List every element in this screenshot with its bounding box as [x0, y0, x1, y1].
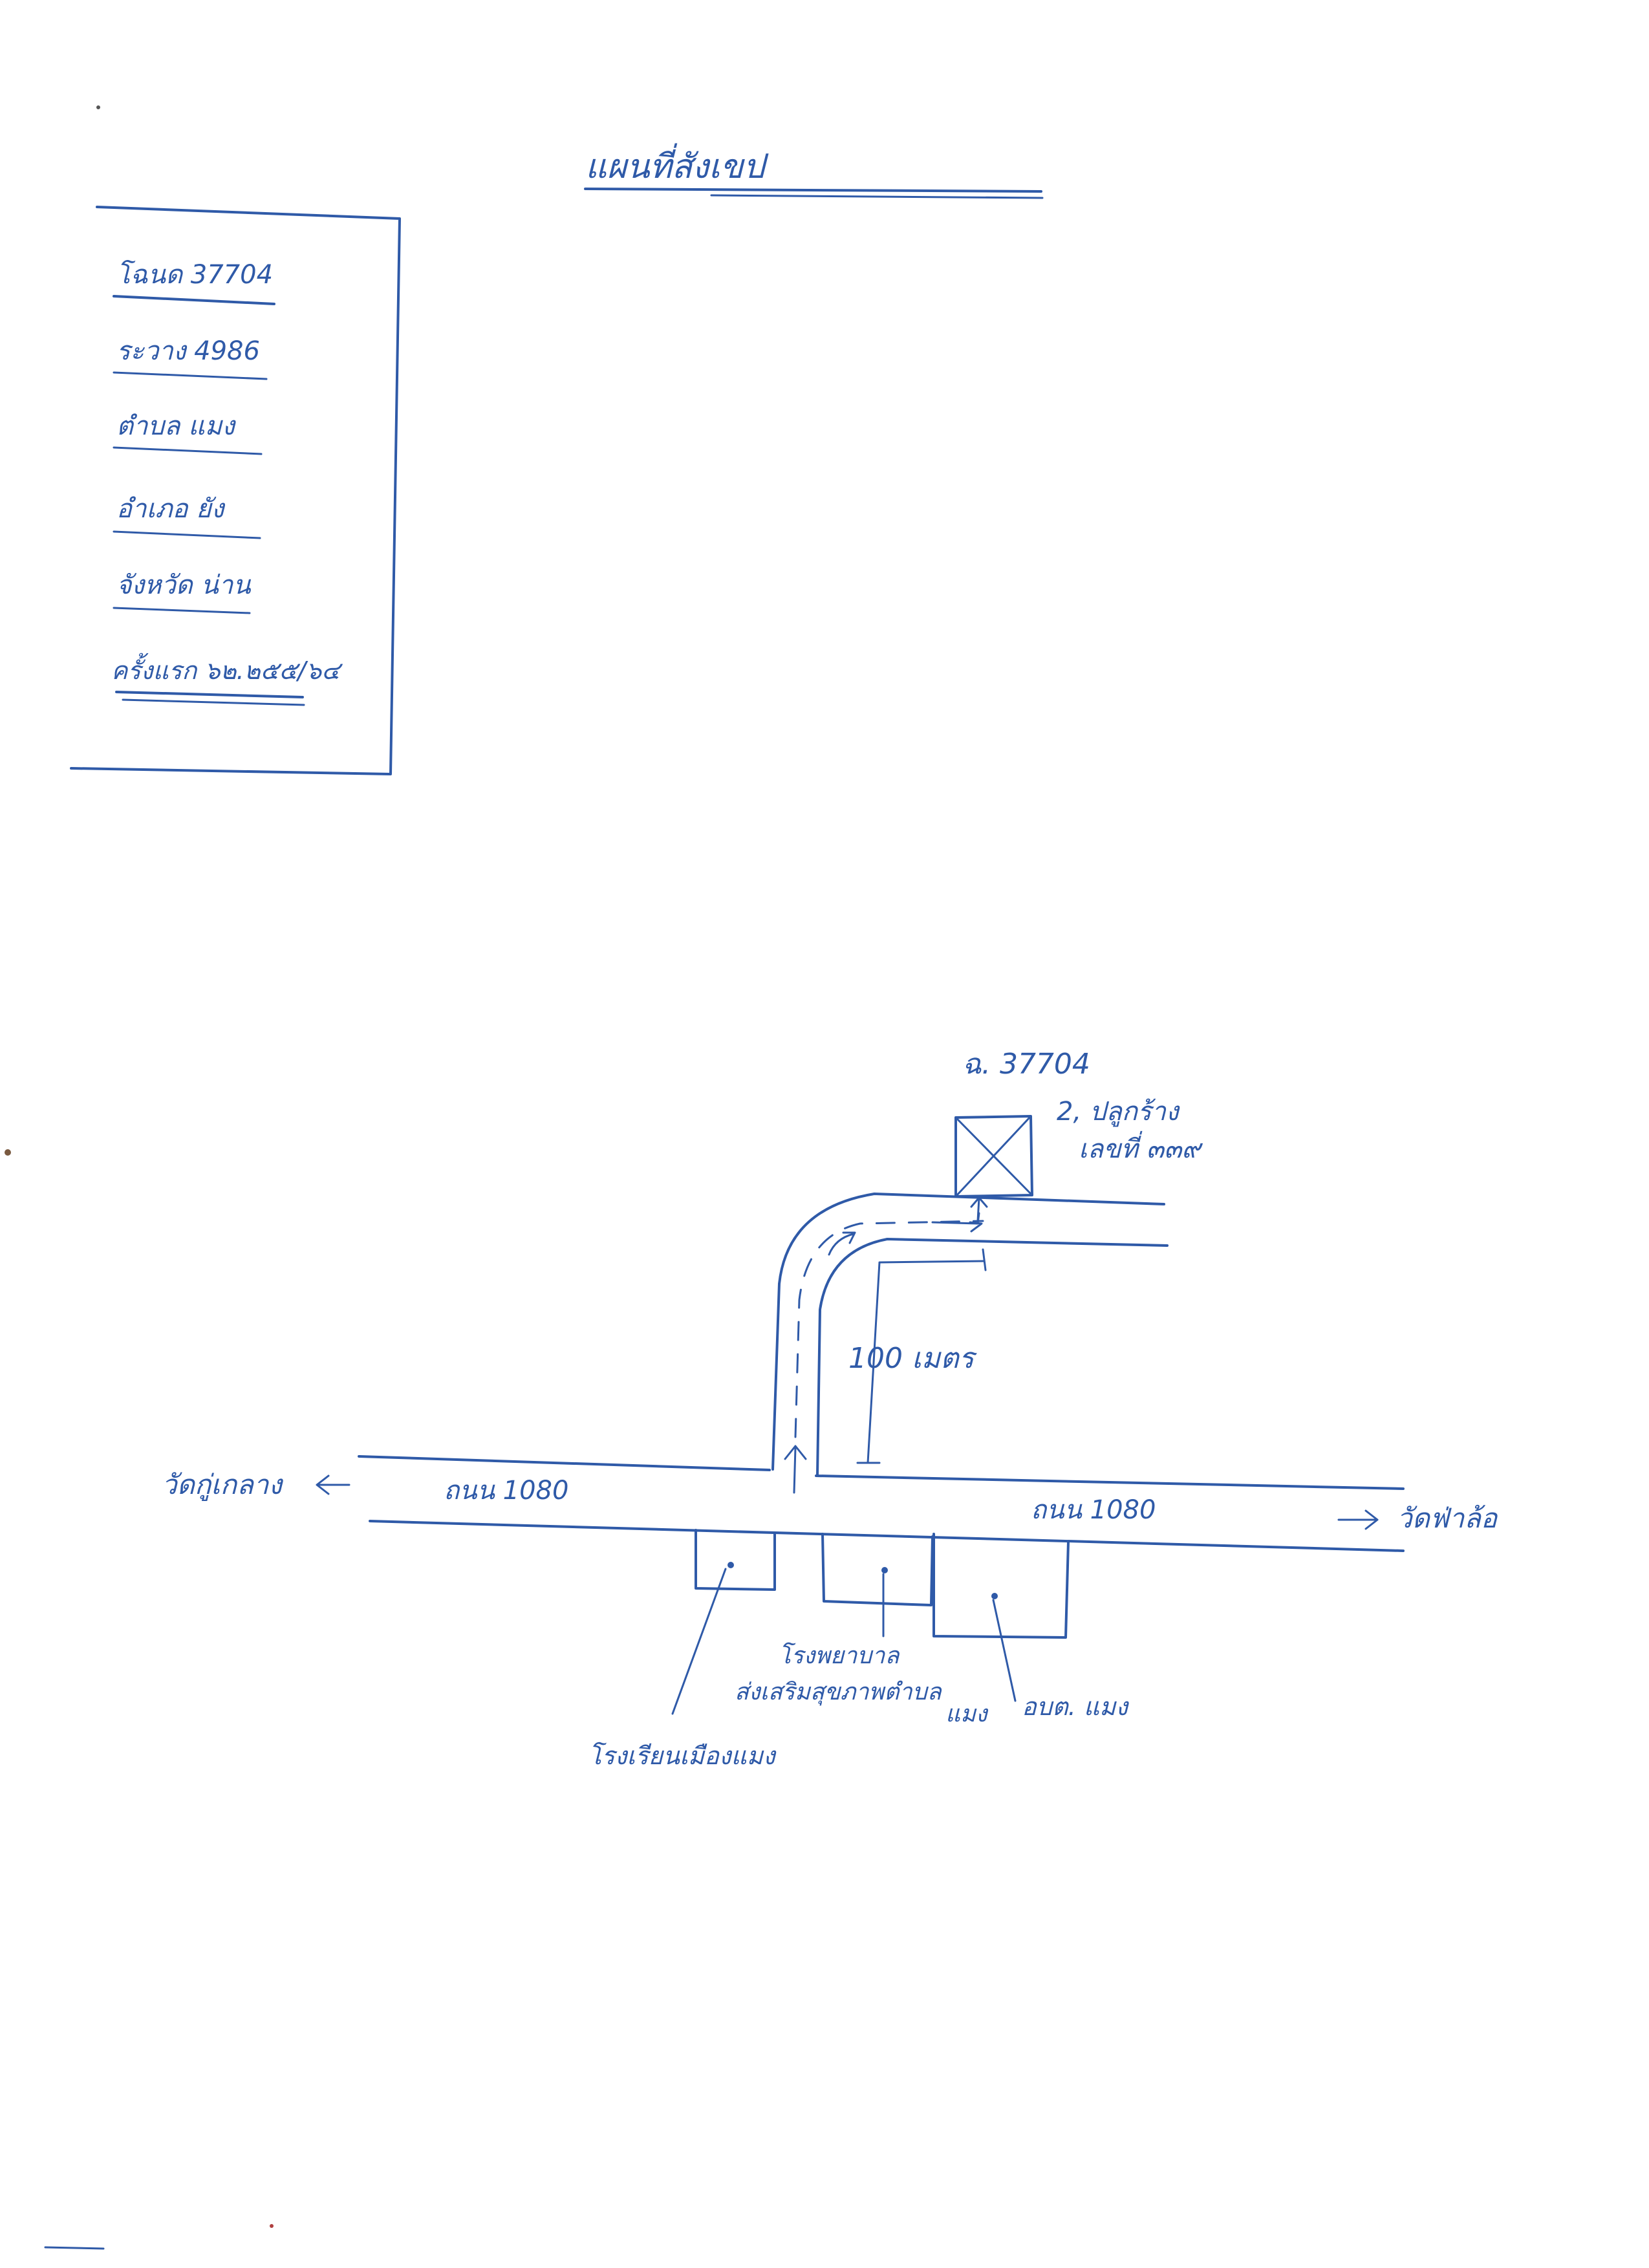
- info-map-sheet: ระวาง 4986: [116, 336, 260, 366]
- parcel-marker: ฉ. 37704 2, ปลูกร้าง เลขที่ ๓๓๙: [954, 1048, 1203, 1222]
- health-centre-label-line-2: ส่งเสริมสุขภาพตำบล: [735, 1679, 943, 1706]
- info-box: โฉนด 37704 ระวาง 4986 ตำบล แมง อำเภอ ยัง…: [70, 206, 401, 775]
- destination-right: วัดฟ่าล้อ: [1397, 1502, 1498, 1534]
- info-first-registration: ครั้งแรก ๖๒.๒๕๕/๖๔: [111, 653, 343, 685]
- scan-speck: [5, 1149, 11, 1156]
- main-road: [358, 1455, 1405, 1552]
- destination-left: วัดกู่เกลาง: [162, 1469, 283, 1501]
- side-road-centre-dash: [794, 1220, 984, 1438]
- title-underline-2: [710, 194, 1044, 199]
- parcel-deed-label: ฉ. 37704: [962, 1048, 1090, 1081]
- road-label-right: ถนน 1080: [1031, 1495, 1156, 1525]
- sao-office-label: อบต. แมง: [1022, 1692, 1129, 1721]
- parcel-note-line-1: 2, ปลูกร้าง: [1057, 1097, 1180, 1127]
- info-subdistrict: ตำบล แมง: [116, 411, 236, 441]
- info-underline: [115, 691, 304, 698]
- main-road-bottom-edge: [369, 1520, 1405, 1552]
- info-underline: [113, 371, 268, 380]
- dimension-tick: [982, 1248, 987, 1271]
- parcel-entry-arrow-icon: [970, 1196, 988, 1222]
- scan-edge-mark: [44, 2246, 105, 2250]
- info-underline-2: [122, 698, 305, 706]
- health-centre-label-line-3: แมง: [945, 1701, 989, 1727]
- info-underline: [113, 530, 261, 539]
- main-road-top-edge-right: [815, 1474, 1405, 1490]
- school-leader-line: [671, 1568, 727, 1715]
- distance-dimension: 100 เมตร: [848, 1248, 987, 1464]
- info-district: อำเภอ ยัง: [116, 494, 226, 524]
- parcel-cross: [954, 1115, 1033, 1198]
- scan-speck: [270, 2224, 274, 2228]
- health-centre-building: โรงพยาบาล ส่งเสริมสุขภาพตำบล แมง: [735, 1533, 989, 1727]
- info-underline: [113, 446, 263, 455]
- side-road-left-edge: [771, 1193, 1165, 1471]
- health-centre-outline: [821, 1533, 934, 1606]
- school-outline: [695, 1529, 776, 1591]
- arrow-left-icon: [316, 1474, 350, 1495]
- info-deed-number: โฉนด 37704: [116, 259, 273, 290]
- scan-speck: [96, 105, 100, 109]
- main-road-top-edge-left: [358, 1455, 771, 1471]
- info-underline: [113, 607, 251, 614]
- title-underline: [584, 188, 1042, 193]
- health-centre-label-line-1: โรงพยาบาล: [779, 1642, 900, 1669]
- info-province: จังหวัด น่าน: [116, 570, 252, 600]
- route-arrow-icon: [828, 1231, 856, 1256]
- sao-office-building: อบต. แมง: [932, 1533, 1129, 1721]
- route-arrow-icon: [931, 1212, 983, 1233]
- route-arrow-icon: [784, 1445, 807, 1494]
- sao-office-outline: [932, 1533, 1070, 1639]
- school-building: โรงเรียนเมืองแมง: [588, 1529, 777, 1770]
- side-road: [771, 1193, 1169, 1494]
- sao-office-pin-icon: [991, 1593, 998, 1599]
- side-road-right-edge: [816, 1238, 1169, 1476]
- arrow-right-icon: [1337, 1509, 1379, 1530]
- map-title: แผนที่สังเขป: [585, 143, 769, 186]
- health-centre-pin-icon: [881, 1567, 888, 1573]
- dimension-line: [867, 1260, 986, 1464]
- parcel-note-line-2: เลขที่ ๓๓๙: [1079, 1130, 1203, 1164]
- road-label-left: ถนน 1080: [444, 1476, 568, 1506]
- school-label: โรงเรียนเมืองแมง: [588, 1742, 777, 1770]
- info-box-border: [70, 206, 401, 775]
- school-pin-icon: [727, 1562, 734, 1568]
- sao-office-leader-line: [992, 1599, 1017, 1702]
- info-underline: [113, 295, 275, 305]
- distance-label: 100 เมตร: [848, 1342, 978, 1375]
